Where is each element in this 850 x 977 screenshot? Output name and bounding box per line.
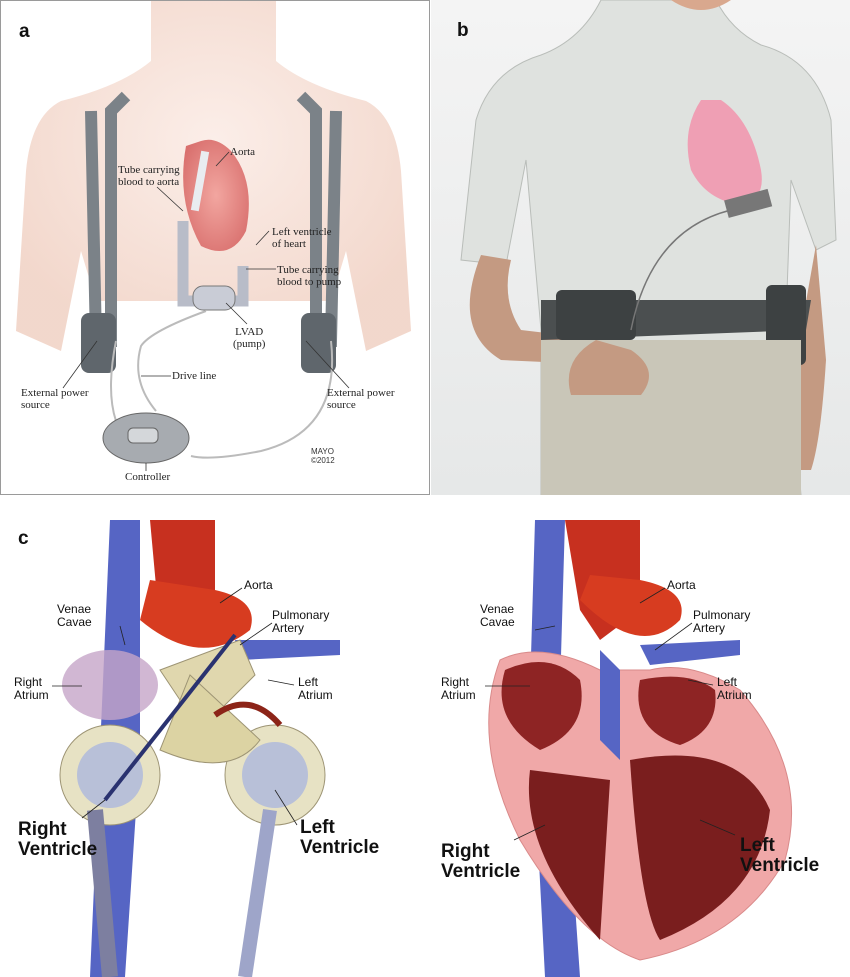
label-tube-to-aorta: Tube carrying blood to aorta	[118, 164, 180, 188]
lvad-pump	[192, 285, 236, 311]
left-label-left-ventricle: Left Ventricle	[300, 817, 380, 858]
left-label-left-atrium: Left Atrium	[298, 675, 333, 702]
label-controller: Controller	[125, 471, 171, 483]
label-left-ventricle: Left ventricle of heart	[272, 226, 332, 250]
wearable-lvad-illustration	[460, 0, 837, 495]
right-label-pulmonary-artery: Pulmonary Artery	[693, 608, 751, 635]
right-label-right-atrium: Right Atrium	[441, 675, 476, 702]
panel-c: c Venae Cavae Aorta Pulmonary Artery Rig…	[0, 520, 850, 977]
right-label-left-atrium: Left Atrium	[717, 675, 752, 702]
left-label-venae-cavae: Venae Cavae	[57, 602, 92, 629]
label-aorta: Aorta	[230, 146, 256, 158]
label-drive-line: Drive line	[172, 370, 217, 382]
left-label-aorta: Aorta	[244, 578, 273, 592]
left-label-right-ventricle: Right Ventricle	[18, 819, 98, 860]
left-label-right-atrium: Right Atrium	[14, 675, 49, 702]
panel-a-letter: a	[19, 21, 30, 42]
heart	[687, 100, 762, 205]
heart-comparison-illustration	[52, 520, 793, 977]
lvad-chest-illustration	[16, 1, 411, 471]
label-power-source-right: External power source	[327, 387, 395, 411]
right-label-left-ventricle: Left Ventricle	[740, 835, 820, 876]
panel-b-letter: b	[457, 20, 469, 41]
power-source-right	[301, 313, 336, 373]
heart-with-bivad	[59, 520, 340, 977]
panel-c-letter: c	[18, 528, 29, 549]
label-lvad: LVAD (pump)	[233, 326, 266, 350]
panel-b: b	[431, 0, 850, 495]
panel-a: a Aorta Tube carrying blood to aorta Lef…	[0, 0, 430, 495]
right-label-aorta: Aorta	[667, 578, 696, 592]
right-label-right-ventricle: Right Ventricle	[441, 841, 521, 882]
mayo-credit: MAYO ©2012	[311, 447, 335, 465]
label-tube-to-pump: Tube carrying blood to pump	[277, 264, 342, 288]
label-power-source-left: External power source	[21, 387, 89, 411]
left-label-pulmonary-artery: Pulmonary Artery	[272, 608, 330, 635]
right-label-venae-cavae: Venae Cavae	[480, 602, 515, 629]
power-source-left	[81, 313, 116, 373]
normal-heart-cutaway	[488, 520, 793, 977]
